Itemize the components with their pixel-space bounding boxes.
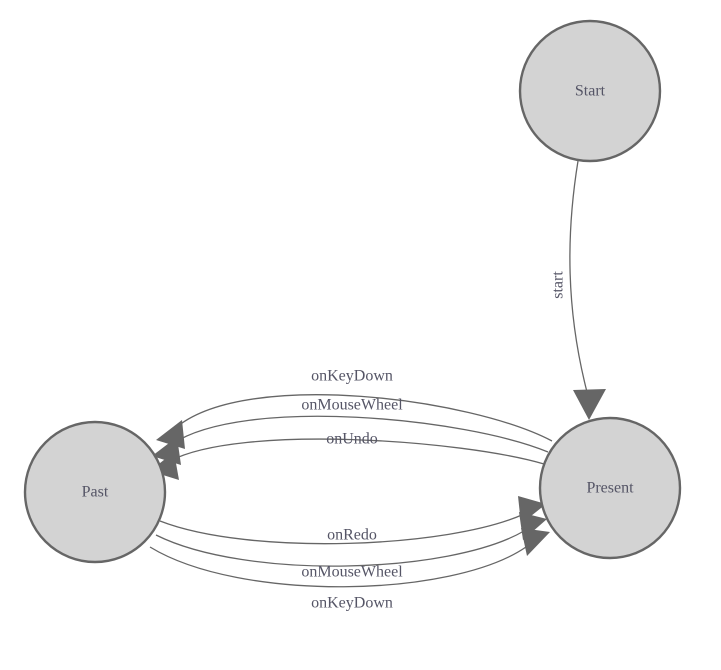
edge-onkeydown-redo[interactable]: onKeyDown [149,528,550,612]
edge-onmousewheel-redo-label: onMouseWheel [301,564,403,581]
edge-onmousewheel-redo[interactable]: onMouseWheel [155,512,547,581]
edge-onkeydown-undo-arrowhead [156,420,185,449]
edge-onundo[interactable]: onUndo [150,431,545,480]
node-start-label: Start [575,83,606,100]
edge-onmousewheel-undo-label: onMouseWheel [301,397,403,414]
edge-onredo[interactable]: onRedo [159,496,546,545]
node-past-label: Past [82,484,109,501]
edge-onredo-path [159,513,525,545]
edge-onkeydown-undo-label: onKeyDown [311,368,393,385]
node-past-circle [23,420,167,564]
edge-start-arrowhead [573,389,606,420]
edge-onkeydown-redo-path [149,546,527,588]
edge-onmousewheel-redo-path [155,530,525,567]
edge-start-path [569,160,588,393]
node-past[interactable]: Past [23,420,167,564]
edge-onkeydown-redo-arrowhead [521,528,550,556]
edge-start-label: start [550,271,567,299]
edge-onkeydown-redo-label: onKeyDown [311,595,393,612]
node-present-label: Present [586,480,634,497]
edge-onmousewheel-undo-path [171,415,549,453]
node-start[interactable]: Start [518,19,662,163]
edge-start[interactable]: start [550,160,606,420]
edge-onredo-label: onRedo [327,527,377,544]
edge-onkeydown-undo-path [177,394,553,442]
edge-onkeydown-undo[interactable]: onKeyDown [156,368,553,449]
node-start-circle [518,19,662,163]
node-present-circle [538,416,682,560]
edge-onundo-path [169,438,545,465]
edge-onundo-label: onUndo [326,431,378,448]
node-present[interactable]: Present [538,416,682,560]
